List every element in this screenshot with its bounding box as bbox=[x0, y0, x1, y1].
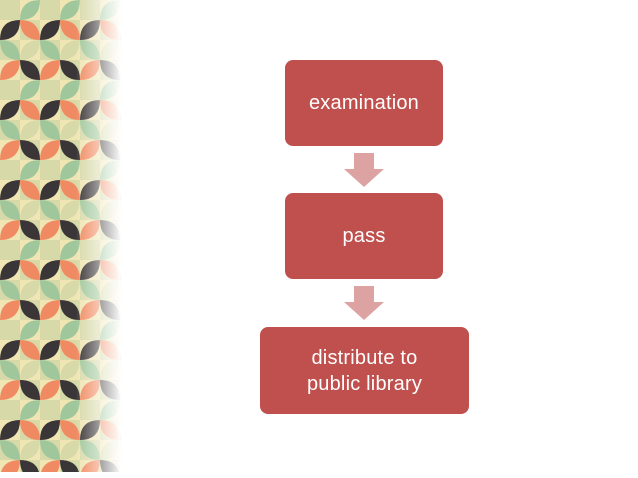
flow-step-examination: examination bbox=[285, 60, 443, 146]
flow-step-pass: pass bbox=[285, 193, 443, 279]
petal-pattern-graphic bbox=[0, 0, 122, 472]
flow-step-label: examination bbox=[308, 92, 420, 114]
flow-step-label: distribute to public library bbox=[306, 346, 423, 395]
flow-step-distribute: distribute to public library bbox=[260, 327, 469, 414]
down-arrow-icon bbox=[344, 286, 384, 320]
decorative-pattern-strip bbox=[0, 0, 122, 472]
down-arrow-icon bbox=[344, 153, 384, 187]
flow-step-label: pass bbox=[342, 225, 386, 247]
